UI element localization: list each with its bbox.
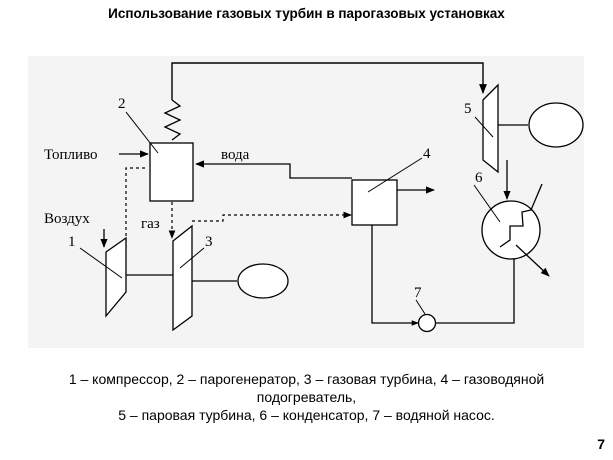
gas-turbine-leader <box>179 247 205 269</box>
condensate-line <box>371 225 418 324</box>
slide-title: Использование газовых турбин в парогазов… <box>108 6 505 21</box>
legend-line-1: 1 – компрессор, 2 – парогенератор, 3 – г… <box>68 371 545 387</box>
compressor <box>105 236 127 318</box>
water-return-line <box>215 163 352 179</box>
label-1: 1 <box>68 234 76 250</box>
legend-caption: 1 – компрессор, 2 – парогенератор, 3 – г… <box>0 370 613 424</box>
steam-generator-coil <box>163 99 182 141</box>
steam-generator-leader <box>125 111 159 154</box>
label-4: 4 <box>423 146 431 162</box>
label-2: 2 <box>118 96 126 112</box>
label-air: Воздух <box>44 211 90 227</box>
air-dashed-line <box>125 167 148 248</box>
label-gas: газ <box>141 216 160 232</box>
condenser-leader <box>473 184 501 223</box>
condenser-cooling-arrow <box>515 244 550 277</box>
steam-turbine-leader <box>474 116 494 138</box>
water-pump-leader <box>415 299 426 315</box>
label-fuel: Топливо <box>44 147 98 163</box>
legend-line-3: 5 – паровая турбина, 6 – конденсатор, 7 … <box>118 407 495 423</box>
water-pump <box>417 313 437 333</box>
compressor-leader <box>79 247 123 279</box>
condenser-outlet-line <box>436 245 515 324</box>
label-7: 7 <box>414 285 422 301</box>
page-number: 7 <box>597 436 605 452</box>
condenser-coil <box>499 183 543 248</box>
label-water: вода <box>221 147 250 163</box>
gas-water-heater <box>351 179 398 226</box>
label-5: 5 <box>464 101 472 117</box>
condenser <box>481 200 541 260</box>
gas-water-heater-leader <box>367 157 423 193</box>
exhaust-dashed-line <box>192 211 352 222</box>
electric-generator-1 <box>237 263 289 299</box>
gas-turbine <box>172 224 193 332</box>
label-3: 3 <box>205 234 213 250</box>
electric-generator-2 <box>528 102 584 148</box>
steam-turbine <box>482 83 499 174</box>
label-6: 6 <box>475 170 483 186</box>
steam-line <box>171 62 487 100</box>
legend-line-2: подогреватель, <box>256 389 357 405</box>
